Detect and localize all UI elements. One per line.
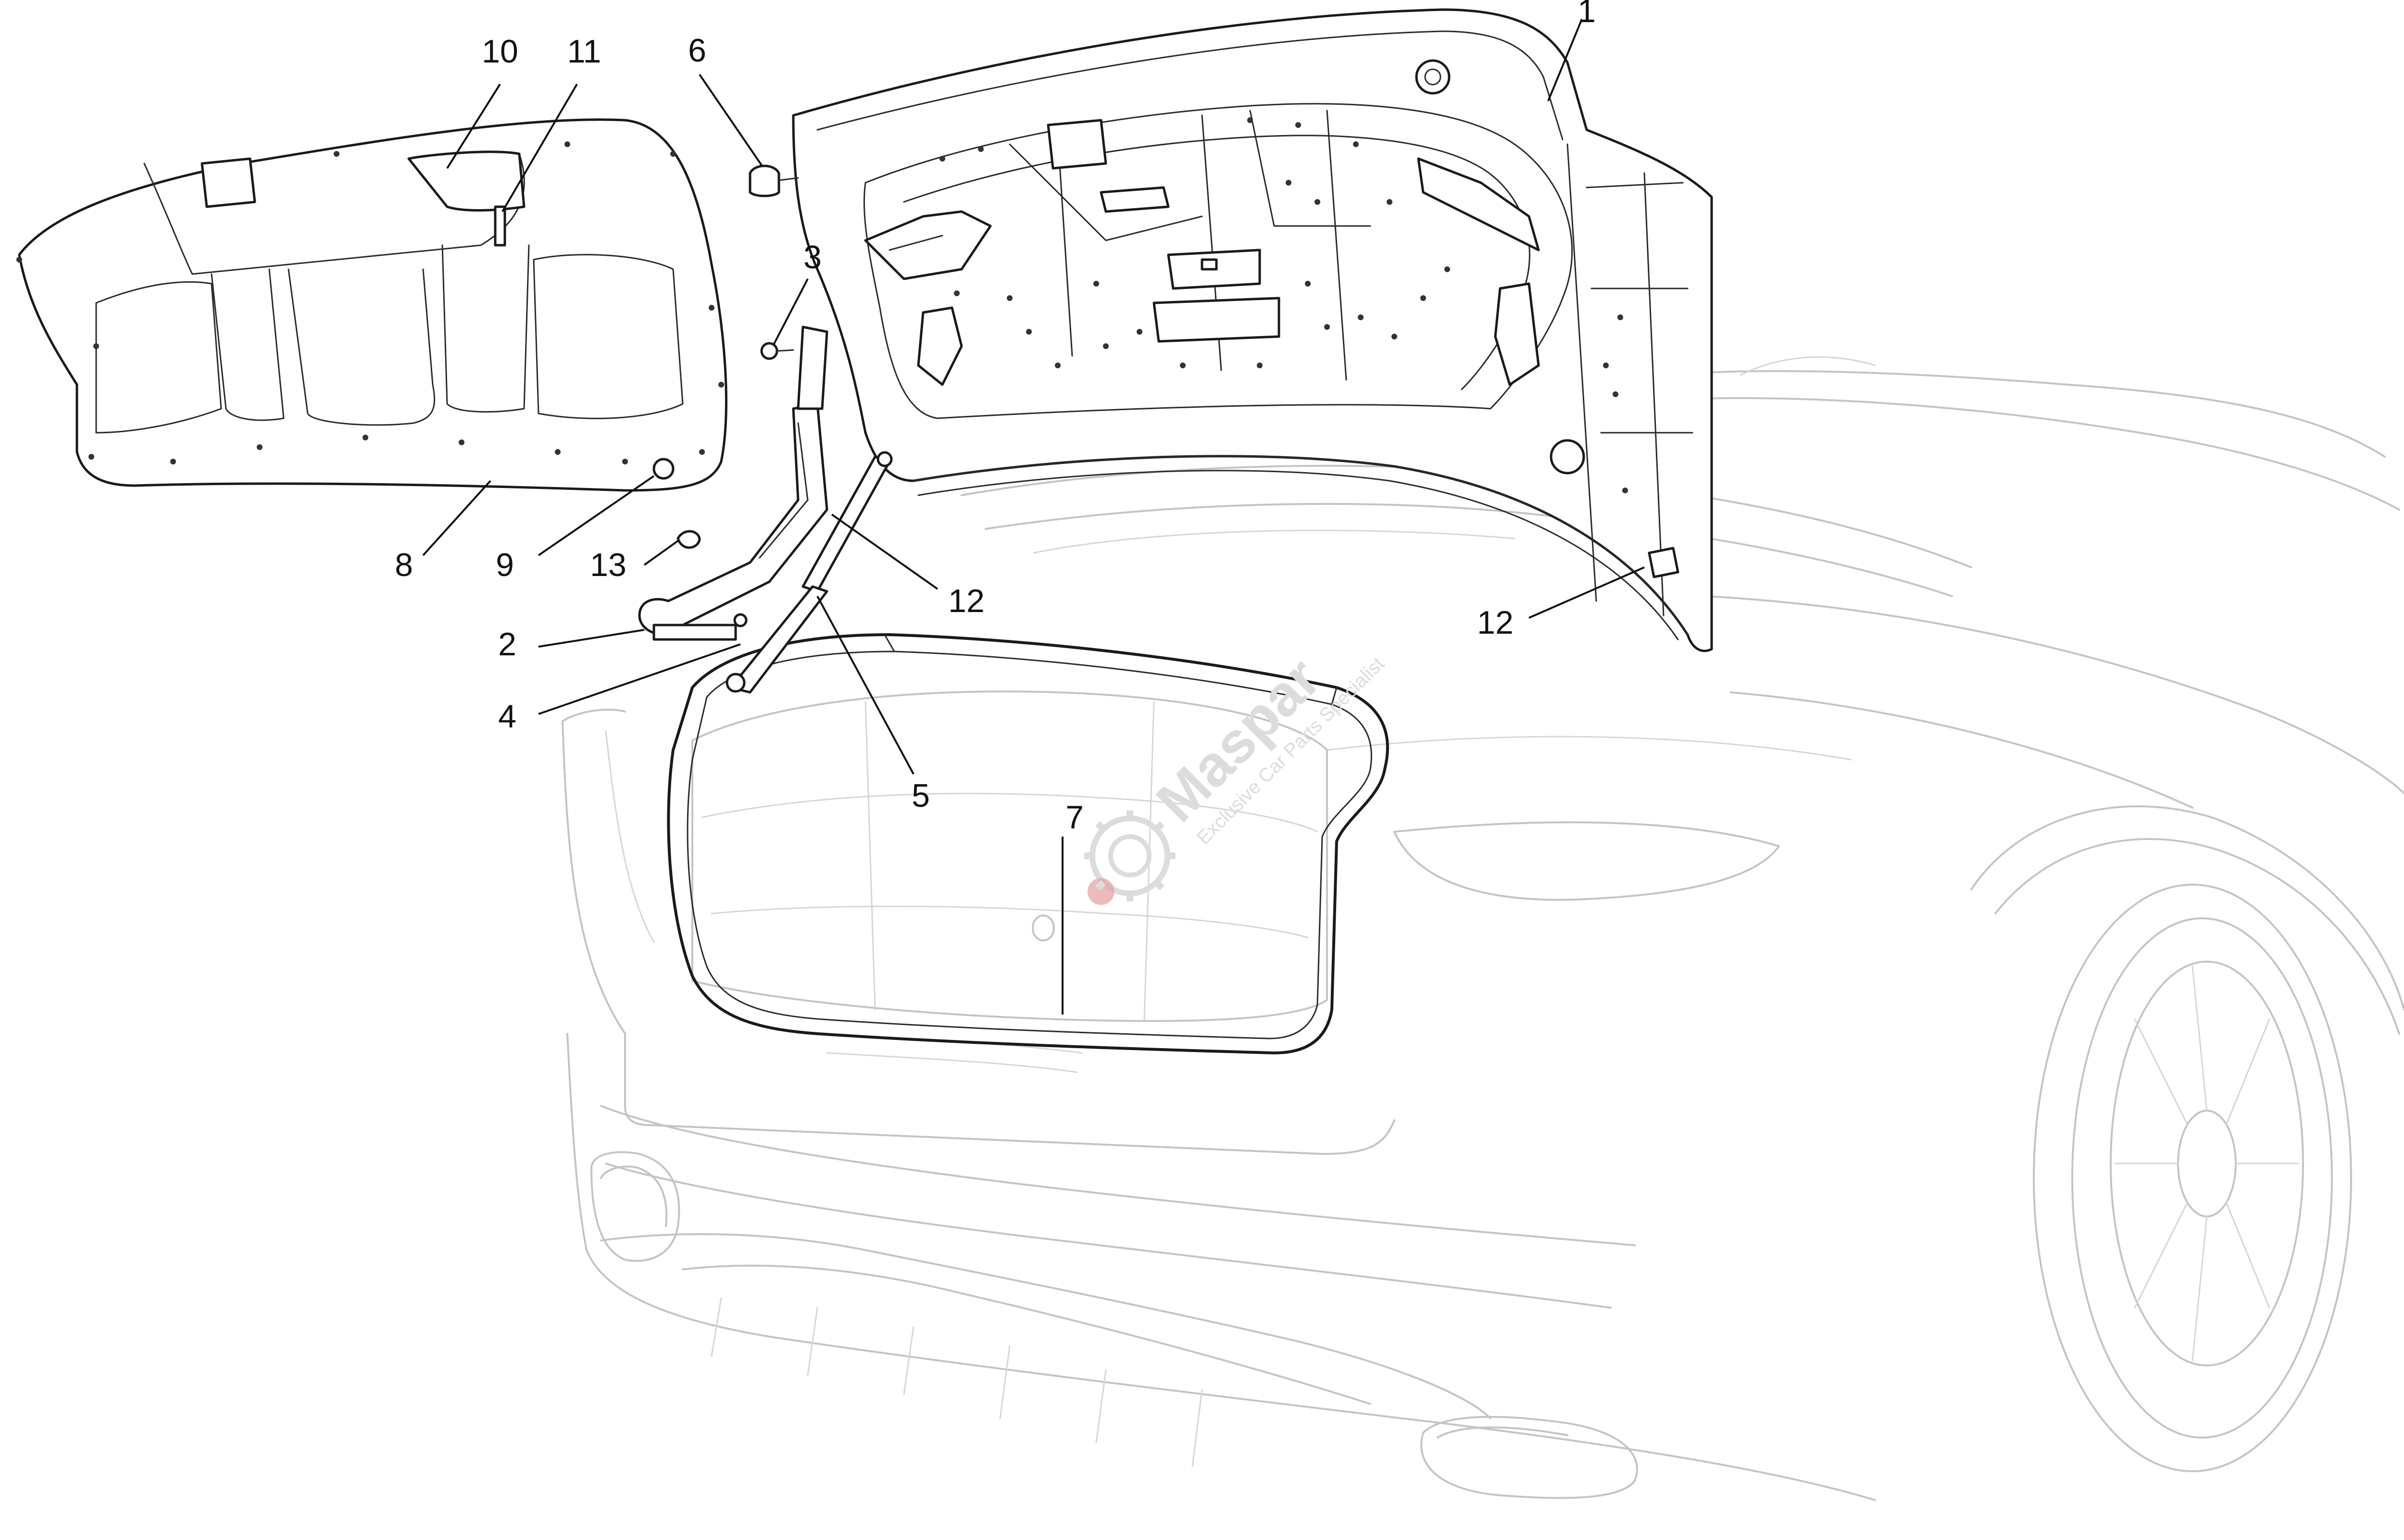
bolt — [760, 342, 794, 360]
callout-4: 4 — [498, 698, 516, 735]
callout-2: 2 — [498, 626, 516, 663]
gear-logo-icon — [1084, 810, 1176, 905]
callout-9: 9 — [496, 547, 514, 583]
clip — [652, 458, 675, 480]
callout-3: 3 — [803, 239, 822, 275]
callout-12-lower: 12 — [1477, 604, 1514, 641]
callout-12-upper: 12 — [948, 583, 985, 619]
callout-11: 11 — [567, 33, 601, 70]
callout-6: 6 — [688, 32, 706, 69]
car-body-outline — [562, 356, 2404, 1501]
callout-7: 7 — [1065, 799, 1084, 836]
lid-hinge — [638, 326, 828, 641]
trunk-seal — [667, 633, 1389, 1054]
lid-trim-panel — [16, 118, 727, 492]
callout-5: 5 — [912, 777, 930, 814]
trunk-lid — [792, 8, 1713, 652]
callout-8: 8 — [395, 547, 413, 583]
callout-13: 13 — [590, 547, 626, 583]
retaining-clip — [676, 530, 701, 549]
leader-lines — [422, 19, 1645, 1014]
callout-1: 1 — [1578, 0, 1596, 29]
callout-10: 10 — [482, 33, 518, 70]
callout-labels: 1 2 3 4 5 6 7 8 9 10 11 12 12 13 — [395, 0, 1596, 836]
bump-stop — [749, 164, 799, 197]
